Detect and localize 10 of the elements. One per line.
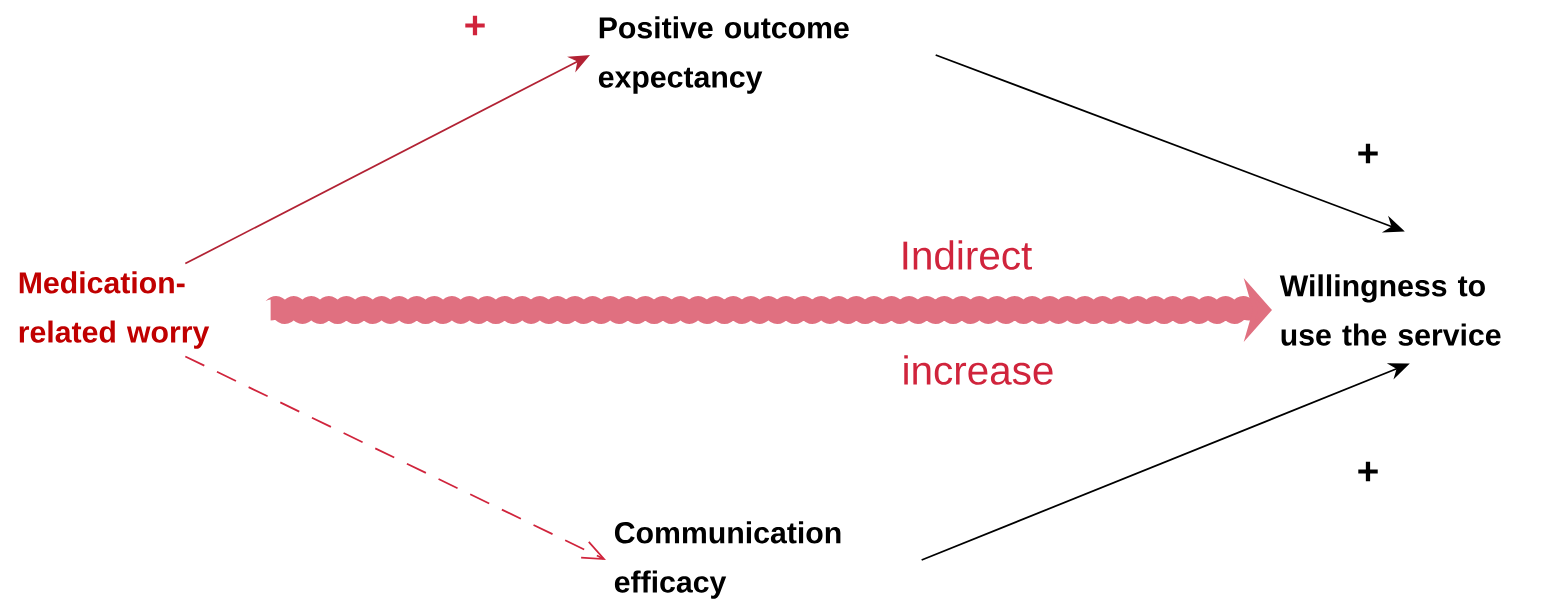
plus-sign: +	[465, 15, 485, 36]
node-label: Positive outcome expectancy	[598, 16, 849, 94]
label-text: Indirect	[903, 240, 1032, 270]
plus-sign: +	[1358, 143, 1378, 164]
plus-sign: +	[1358, 461, 1378, 482]
node-label: Communication efficacy	[614, 521, 841, 599]
node-label: Willingness to use the service	[1279, 274, 1501, 346]
node-label: Medication-related worry	[19, 271, 210, 349]
label-text: increase	[904, 355, 1053, 385]
arrow	[184, 355, 606, 560]
